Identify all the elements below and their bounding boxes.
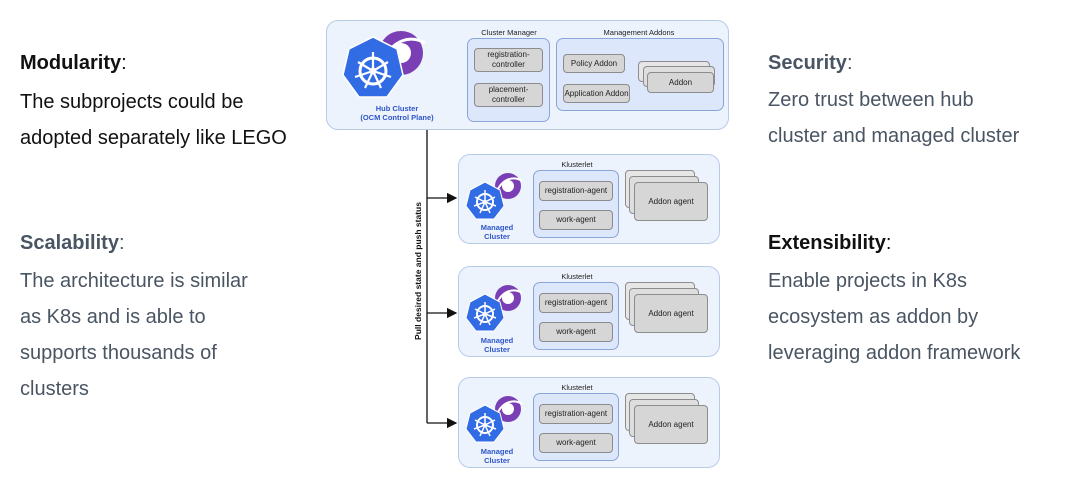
managed-cluster-panel: Managed Cluster Klusterlet registration-… (458, 154, 720, 244)
managed-logo (465, 285, 523, 332)
text-line: The subprojects could be (20, 91, 244, 113)
text-line: Zero trust between hub (768, 89, 974, 111)
managed-label-line1: Managed (480, 336, 514, 345)
addon-stack-front: Addon (647, 72, 714, 93)
security-title: Security (768, 52, 847, 74)
modularity-title: Modularity (20, 52, 122, 74)
hub-label-line2: (OCM Control Plane) (360, 113, 434, 122)
modularity-colon: : (121, 52, 127, 74)
klusterlet-panel: registration-agent work-agent (533, 393, 619, 461)
klusterlet-panel: registration-agent work-agent (533, 170, 619, 238)
modularity-description: The subprojects could be adopted separat… (20, 84, 287, 156)
scalability-title: Scalability (20, 232, 119, 254)
management-addons-title: Management Addons (603, 28, 675, 37)
klusterlet-panel: registration-agent work-agent (533, 282, 619, 350)
managed-label-line2: Cluster (484, 456, 510, 465)
arrow-label: Pull desired state and push status (413, 202, 423, 340)
managed-label-line2: Cluster (484, 345, 510, 354)
text-line: Enable projects in K8s (768, 270, 968, 292)
work-agent: work-agent (539, 322, 613, 342)
text-line: supports thousands of (20, 342, 217, 364)
hub-cluster-panel: Hub Cluster (OCM Control Plane) Cluster … (326, 20, 729, 130)
registration-agent: registration-agent (539, 293, 613, 313)
extensibility-heading: Extensibility: (768, 232, 891, 255)
security-colon: : (846, 52, 853, 74)
text-line: clusters (20, 378, 89, 400)
ocm-logo-icon (495, 285, 523, 311)
scalability-colon: : (118, 232, 125, 254)
managed-cluster-label: Managed Cluster (467, 447, 527, 465)
application-addon: Application Addon (563, 84, 630, 103)
hub-label-line1: Hub Cluster (375, 104, 419, 113)
addon-agent: Addon agent (634, 405, 708, 444)
addon-agent: Addon agent (634, 294, 708, 333)
registration-controller: registration- controller (474, 48, 543, 72)
extensibility-title: Extensibility (768, 232, 886, 254)
security-heading: Security: (768, 52, 853, 75)
kubernetes-icon (342, 36, 404, 98)
text-line: The architecture is similar (20, 270, 248, 292)
text-line: as K8s and is able to (20, 306, 206, 328)
extensibility-description: Enable projects in K8s ecosystem as addo… (768, 263, 1020, 371)
registration-agent: registration-agent (539, 404, 613, 424)
klusterlet-title: Klusterlet (561, 272, 593, 281)
managed-cluster-label: Managed Cluster (467, 336, 527, 354)
ocm-logo-icon (495, 396, 523, 422)
addon-agent: Addon agent (634, 182, 708, 221)
work-agent: work-agent (539, 210, 613, 230)
registration-agent: registration-agent (539, 181, 613, 201)
hub-cluster-label: Hub Cluster (OCM Control Plane) (347, 104, 447, 122)
ocm-logo-icon (495, 173, 523, 199)
klusterlet-title: Klusterlet (561, 160, 593, 169)
managed-cluster-panel: Managed Cluster Klusterlet registration-… (458, 377, 720, 468)
managed-label-line1: Managed (480, 223, 514, 232)
scalability-heading: Scalability: (20, 232, 125, 255)
cluster-manager-panel: registration- controller placement- cont… (467, 38, 550, 122)
extensibility-colon: : (885, 232, 892, 254)
text-line: leveraging addon framework (768, 342, 1021, 364)
managed-cluster-label: Managed Cluster (467, 223, 527, 241)
klusterlet-title: Klusterlet (561, 383, 593, 392)
scalability-description: The architecture is similar as K8s and i… (20, 263, 248, 407)
kubernetes-icon (465, 181, 505, 220)
management-addons-panel: Policy Addon Application Addon Addon (556, 38, 724, 111)
work-agent: work-agent (539, 433, 613, 453)
text-line: ecosystem as addon by (768, 306, 979, 328)
cluster-manager-title: Cluster Manager (481, 28, 537, 37)
text-line: adopted separately like LEGO (20, 127, 287, 149)
modularity-heading: Modularity: (20, 52, 127, 75)
managed-label-line2: Cluster (484, 232, 510, 241)
managed-label-line1: Managed (480, 447, 514, 456)
managed-logo (465, 173, 523, 220)
hub-logo (342, 31, 426, 98)
kubernetes-icon (465, 404, 505, 443)
placement-controller: placement- controller (474, 83, 543, 107)
kubernetes-icon (465, 293, 505, 332)
managed-logo (465, 396, 523, 443)
managed-cluster-panel: Managed Cluster Klusterlet registration-… (458, 266, 720, 357)
text-line: cluster and managed cluster (768, 125, 1020, 147)
policy-addon: Policy Addon (563, 54, 625, 73)
security-description: Zero trust between hub cluster and manag… (768, 82, 1019, 154)
